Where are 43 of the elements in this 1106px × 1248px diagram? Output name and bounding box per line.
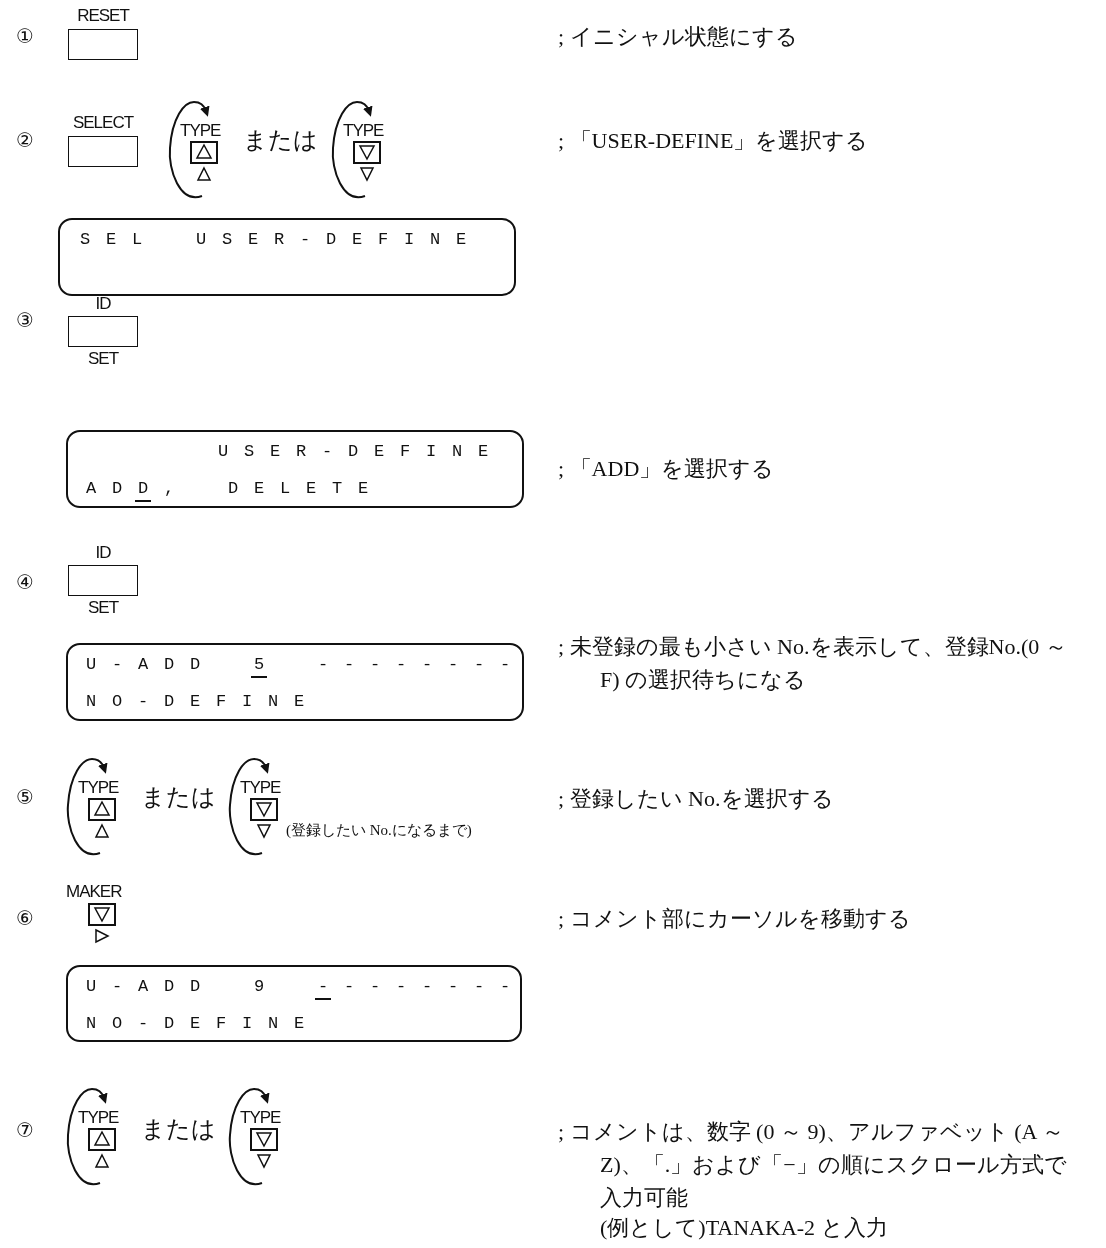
instruction-text: ; 登録したい No.を選択する xyxy=(558,785,835,813)
key-label: TYPE xyxy=(78,778,119,797)
display-text: U-ADD 9 -------- xyxy=(86,977,527,997)
lcd-display xyxy=(66,430,524,508)
key-label: TYPE xyxy=(180,121,221,140)
step-number: ① xyxy=(16,24,34,48)
instruction-text: ; コメントは、数字 (0 ～ 9)、アルファベット (A ～ Z)、「.」および「−」の順にスクロール方式で入力可能 xyxy=(558,1118,1068,1212)
key-label: RESET xyxy=(77,6,129,25)
display-text: SEL USER-DEFINE xyxy=(80,230,483,250)
instruction-text: ; イニシャル状態にする xyxy=(558,23,799,51)
key-label: TYPE xyxy=(78,1108,119,1127)
display-text: ADD, DELETE xyxy=(86,479,385,499)
key-label: TYPE xyxy=(343,121,384,140)
step-number: ⑤ xyxy=(16,785,34,809)
key-label: SELECT xyxy=(72,113,134,132)
key-label: SET xyxy=(87,349,119,368)
key-label: SET xyxy=(87,598,119,617)
conjunction-text: または xyxy=(141,1115,216,1144)
key-label: ID xyxy=(95,543,111,562)
step-number: ④ xyxy=(16,570,34,594)
lcd-display xyxy=(66,643,524,721)
step-number: ② xyxy=(16,128,34,152)
instruction-text: ; 「ADD」を選択する xyxy=(558,455,776,483)
display-text: NO-DEFINE xyxy=(86,1014,320,1034)
step-number: ⑦ xyxy=(16,1118,34,1142)
lcd-display xyxy=(58,218,516,296)
key-label: TYPE xyxy=(240,1108,281,1127)
instruction-text: ; 未登録の最も小さい No.を表示して、登録No.(0 ～ F) の選択待ちになる xyxy=(558,633,1068,694)
conjunction-text: または xyxy=(243,126,318,155)
key-label: ID xyxy=(95,294,111,313)
step-number: ⑥ xyxy=(16,906,34,930)
step-number: ③ xyxy=(16,308,34,332)
instruction-text: ; コメント部にカーソルを移動する xyxy=(558,905,912,933)
display-text: NO-DEFINE xyxy=(86,692,320,712)
lcd-display xyxy=(66,965,522,1042)
instruction-text: (例として)TANAKA-2 と入力 xyxy=(600,1214,888,1242)
display-text: USER-DEFINE xyxy=(218,442,505,462)
conjunction-text: または xyxy=(141,783,216,812)
instruction-text: ; 「USER-DEFINE」を選択する xyxy=(558,127,870,155)
note-text: (登録したい No.になるまで) xyxy=(286,821,472,840)
key-label: MAKER xyxy=(66,882,122,901)
key-label: TYPE xyxy=(240,778,281,797)
display-text: U-ADD 5 -------- xyxy=(86,655,527,675)
